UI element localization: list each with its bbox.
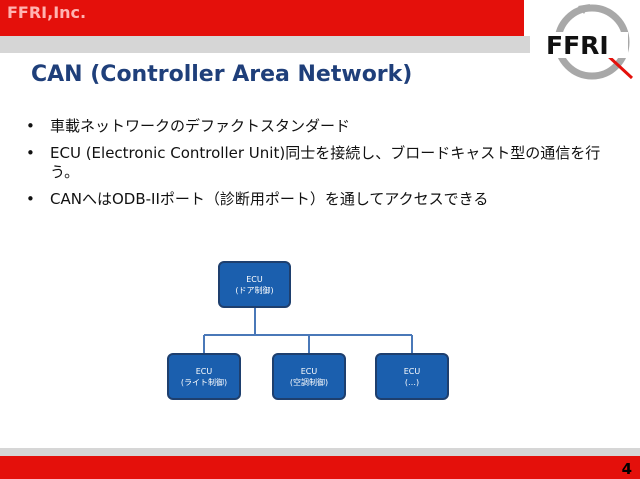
header-gray-bar: [0, 36, 530, 53]
logo-text: FFRI: [546, 31, 609, 60]
footer-gray-bar: [0, 448, 640, 456]
bullet-marker: •: [26, 117, 35, 135]
bullet-marker: •: [26, 144, 35, 162]
bullet-list: • 車載ネットワークのデファクトスタンダード • ECU (Electronic…: [24, 117, 614, 217]
bullet-marker: •: [26, 190, 35, 208]
ecu-node-label: ECU: [403, 366, 421, 376]
ecu-node-sublabel: (ドア制御): [235, 285, 274, 295]
bullet-item: • 車載ネットワークのデファクトスタンダード: [24, 117, 614, 136]
bullet-text: ECU (Electronic Controller Unit)同士を接続し、ブ…: [50, 144, 601, 181]
ecu-node-sublabel: (…): [404, 377, 420, 387]
ecu-node-air-conditioning: ECU (空調制御): [272, 353, 346, 400]
bullet-text: 車載ネットワークのデファクトスタンダード: [50, 117, 351, 135]
ecu-node-light: ECU (ライト制御): [167, 353, 241, 400]
ecu-node-sublabel: (ライト制御): [180, 377, 228, 387]
ecu-node-other: ECU (…): [375, 353, 449, 400]
slide-title: CAN (Controller Area Network): [31, 62, 413, 87]
ecu-node-door: ECU (ドア制御): [218, 261, 291, 308]
company-name: FFRI,Inc.: [7, 3, 87, 22]
ecu-node-sublabel: (空調制御): [289, 377, 329, 387]
ecu-node-label: ECU: [300, 366, 318, 376]
ecu-node-label: ECU: [195, 366, 213, 376]
ffri-logo: FFRI: [544, 4, 634, 80]
bullet-item: • ECU (Electronic Controller Unit)同士を接続し…: [24, 144, 614, 182]
ecu-node-label: ECU: [246, 274, 263, 284]
bullet-text: CANへはODB-IIポート（診断用ポート）を通してアクセスできる: [50, 190, 489, 208]
bullet-item: • CANへはODB-IIポート（診断用ポート）を通してアクセスできる: [24, 190, 614, 209]
page-number: 4: [621, 460, 632, 478]
header-red-bar: [0, 0, 524, 36]
footer-red-bar: [0, 456, 640, 479]
